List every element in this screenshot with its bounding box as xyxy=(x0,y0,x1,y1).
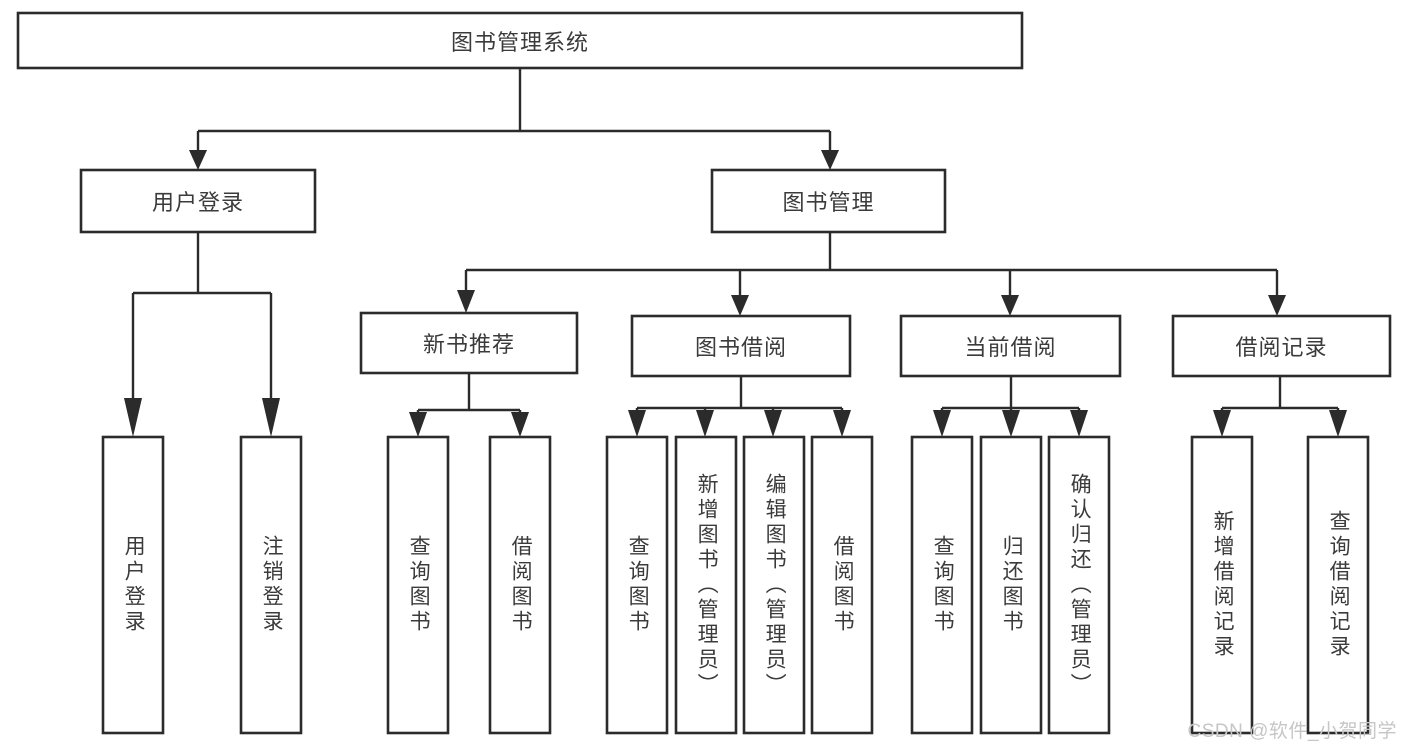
arrow-head-leaf-borrowrecords-1 xyxy=(1213,410,1231,437)
node-leaf-user-login-logout[interactable] xyxy=(239,435,303,735)
arrow-head-leaf-bookborrow-2 xyxy=(696,410,714,437)
arrow-head-leaf-currentborrow-2 xyxy=(1002,410,1020,437)
arrow-head-book-manage xyxy=(821,150,839,170)
connector-group-root-to-level2 xyxy=(189,68,839,170)
arrow-head-leaf-newbook-1 xyxy=(409,412,427,437)
arrow-head-leaf-bookborrow-1 xyxy=(628,410,646,437)
connector-group-new-book-recommend-to-leaves xyxy=(409,373,529,437)
arrow-head-leaf-user-login-1 xyxy=(124,398,142,437)
node-leaf-bookborrow-borrow[interactable] xyxy=(810,435,874,735)
arrow-head-new-book-recommend xyxy=(457,290,475,313)
arrow-head-leaf-currentborrow-3 xyxy=(1070,410,1088,437)
node-leaf-currentborrow-query[interactable] xyxy=(910,435,974,735)
connector-group-book-manage-to-level3 xyxy=(457,232,1286,316)
arrow-head-leaf-bookborrow-3 xyxy=(764,410,782,437)
arrow-head-leaf-borrowrecords-2 xyxy=(1329,410,1347,437)
node-leaf-currentborrow-confirm[interactable] xyxy=(1047,435,1111,735)
node-leaf-user-login-login[interactable] xyxy=(101,435,165,735)
node-leaf-bookborrow-add[interactable] xyxy=(674,435,738,735)
node-leaf-currentborrow-return[interactable] xyxy=(979,435,1043,735)
connector-group-book-borrow-to-leaves xyxy=(628,376,851,437)
node-level2-book-management[interactable] xyxy=(710,168,947,234)
connector-group-current-borrow-to-leaves xyxy=(933,376,1088,437)
connector-group-borrow-records-to-leaves xyxy=(1213,376,1347,437)
node-leaf-newbook-borrow[interactable] xyxy=(488,435,552,735)
node-leaf-bookborrow-query[interactable] xyxy=(605,435,669,735)
node-level3-current-borrow[interactable] xyxy=(899,314,1122,378)
node-root-book-management-system[interactable] xyxy=(16,11,1024,70)
node-leaf-borrowrecords-add[interactable] xyxy=(1190,435,1254,735)
arrow-head-leaf-user-login-2 xyxy=(262,398,280,437)
arrow-head-borrow-records xyxy=(1268,295,1286,316)
csdn-watermark: CSDN @软件_小贺同学 xyxy=(1187,721,1397,742)
node-leaf-borrowrecords-query[interactable] xyxy=(1306,435,1370,735)
arrow-head-leaf-bookborrow-4 xyxy=(833,410,851,437)
arrow-head-leaf-currentborrow-1 xyxy=(933,410,951,437)
arrow-head-user-login xyxy=(189,150,207,170)
connector-group-user-login-to-leaves xyxy=(124,232,280,437)
node-level3-book-borrow[interactable] xyxy=(630,314,852,378)
node-level3-borrow-records[interactable] xyxy=(1171,314,1392,378)
node-leaf-newbook-query[interactable] xyxy=(386,435,450,735)
arrow-head-book-borrow xyxy=(731,295,749,316)
node-level3-new-book-recommend[interactable] xyxy=(359,311,579,375)
node-level2-user-login[interactable] xyxy=(79,168,317,234)
node-leaf-bookborrow-edit[interactable] xyxy=(742,435,806,735)
arrow-head-leaf-newbook-2 xyxy=(511,412,529,437)
arrow-head-current-borrow xyxy=(1001,295,1019,316)
